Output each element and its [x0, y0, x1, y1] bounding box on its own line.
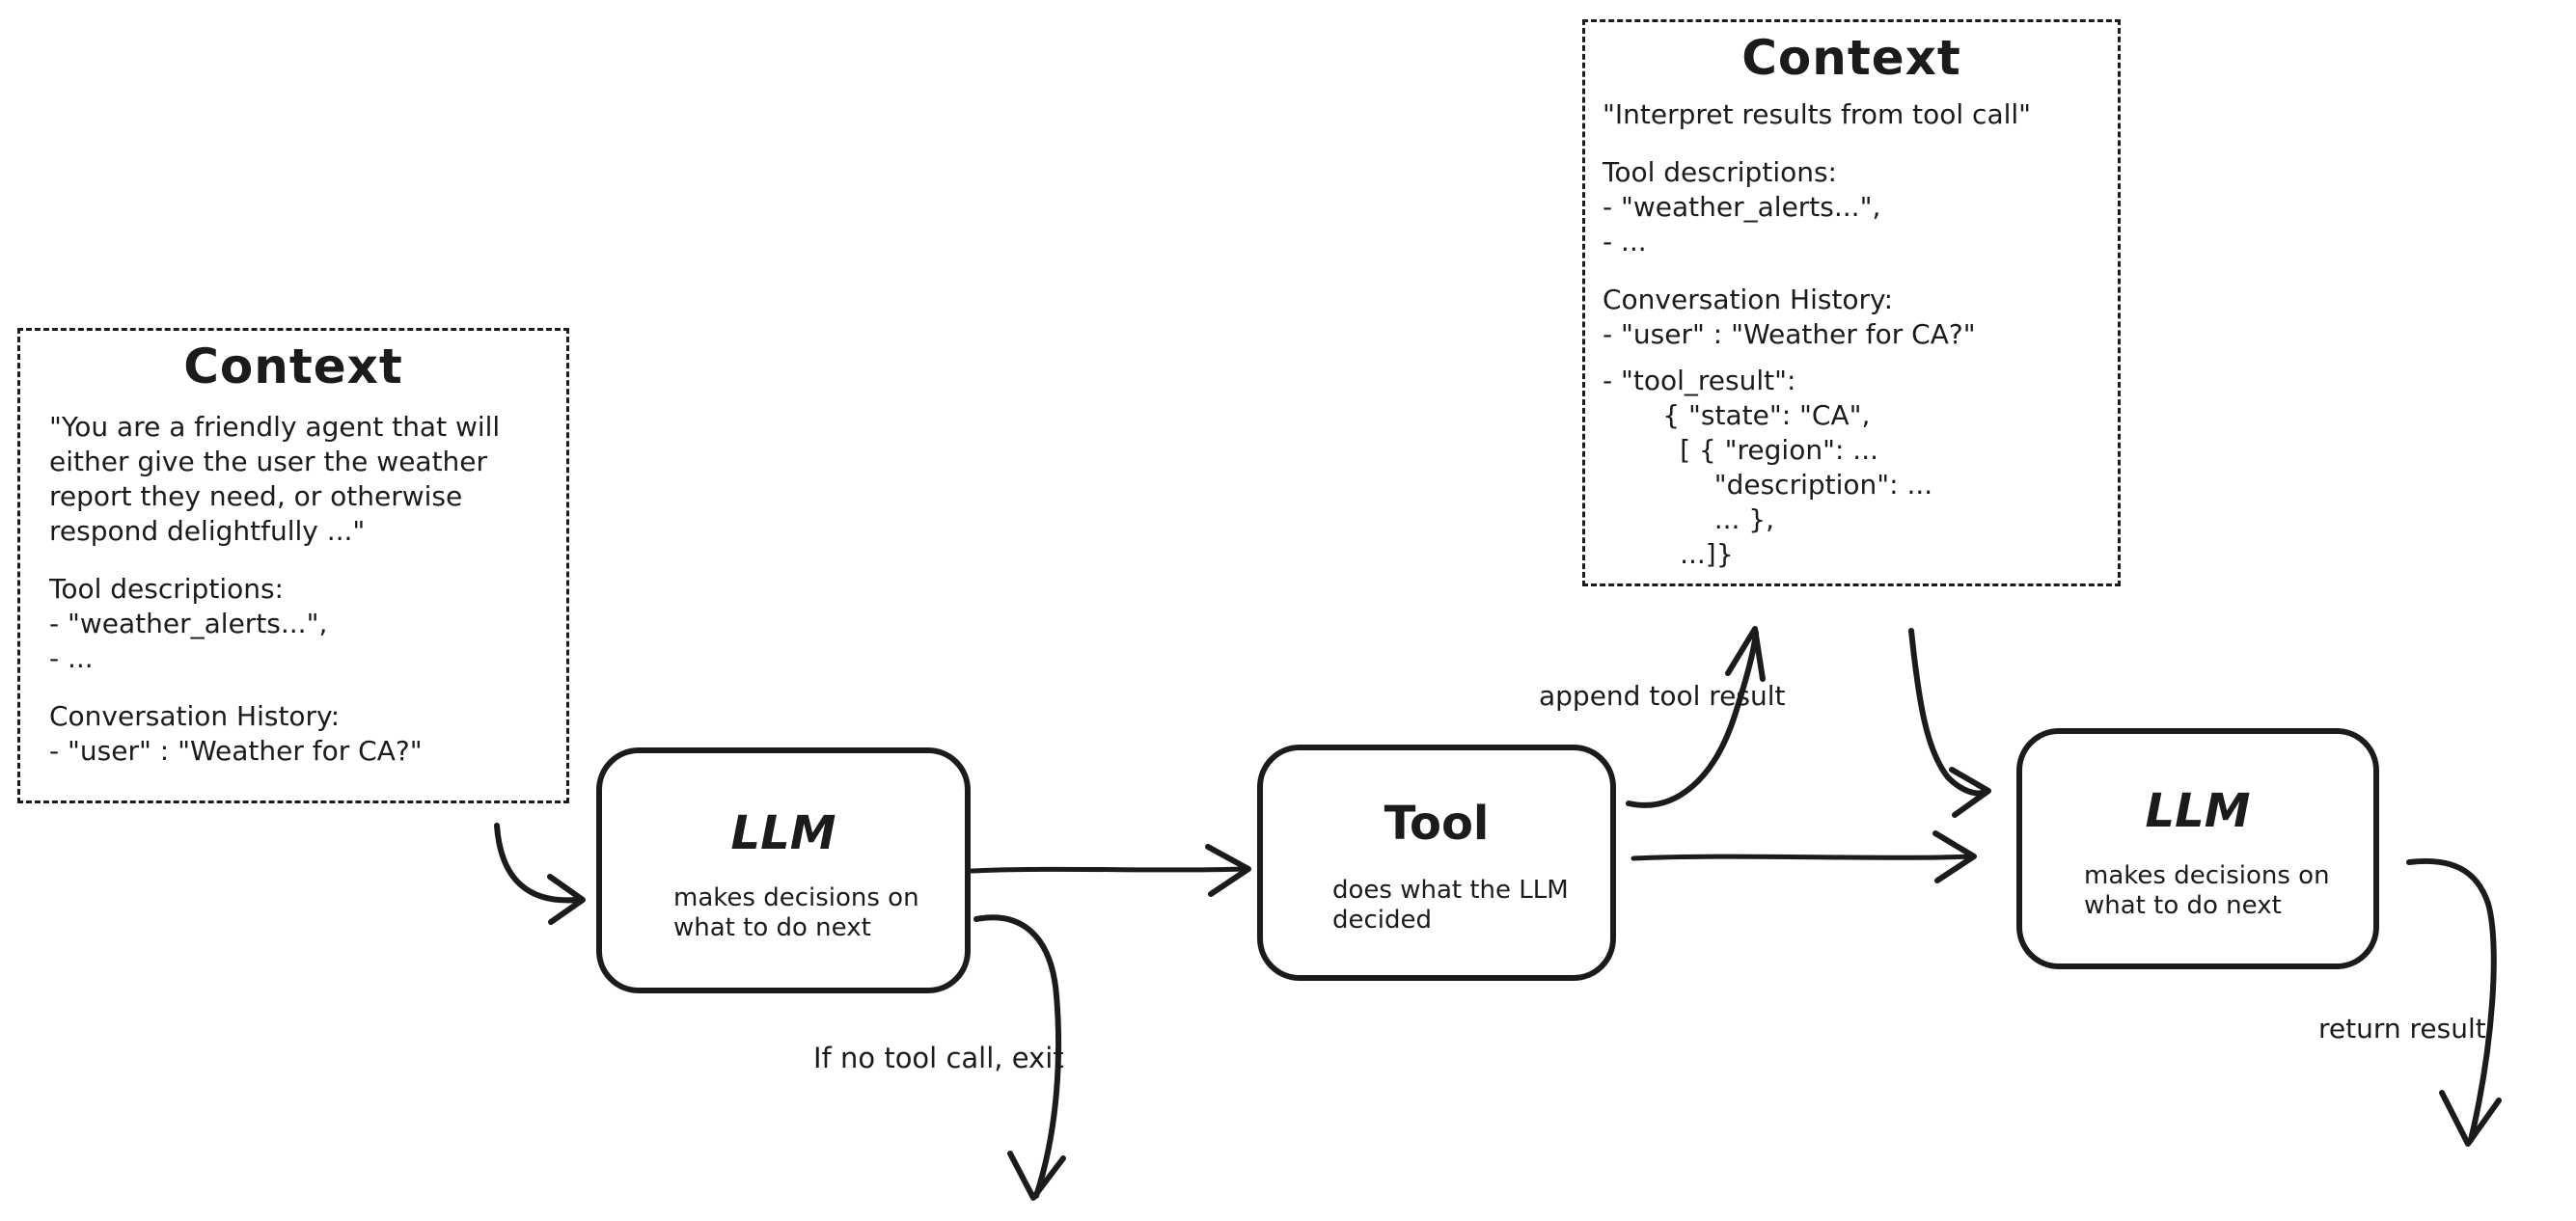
llm-node-1: LLM makes decisions on what to do next: [596, 747, 971, 993]
label-if-no-tool-call-exit: If no tool call, exit: [813, 1042, 1064, 1074]
llm-node-2-subtitle: makes decisions on what to do next: [2022, 861, 2373, 921]
tool-result-line: [ { "region": ...: [1603, 434, 1878, 466]
context-box-initial-title: Context: [183, 339, 403, 394]
arrow-context-to-llm1: [494, 823, 586, 925]
tool-node-subtitle-line: does what the LLM: [1332, 876, 1569, 905]
tool-descriptions-item: - ...: [49, 642, 94, 674]
tool-descriptions-item: - "weather_alerts...",: [1603, 191, 1881, 223]
arrow-llm1-to-tool: [969, 844, 1251, 897]
tool-descriptions-heading: Tool descriptions:: [49, 573, 284, 605]
tool-node: Tool does what the LLM decided: [1257, 745, 1616, 981]
llm-node-1-subtitle-line: makes decisions on: [673, 883, 919, 912]
arrow-return-result: [2406, 858, 2502, 1147]
conversation-history-heading: Conversation History:: [1603, 284, 1894, 315]
tool-result-line: ...]}: [1603, 538, 1734, 570]
llm-node-2-title: LLM: [2145, 784, 2251, 838]
tool-node-subtitle: does what the LLM decided: [1263, 876, 1610, 936]
context-box-after-tool-title: Context: [1741, 30, 1961, 86]
arrow-append-tool-result: [1626, 626, 1766, 808]
arrow-exit: [973, 914, 1066, 1201]
context-box-after-tool: Context "Interpret results from tool cal…: [1582, 19, 2121, 586]
conversation-history-item: - "user" : "Weather for CA?": [49, 735, 423, 767]
llm-node-1-title: LLM: [730, 806, 836, 860]
tool-node-title: Tool: [1384, 797, 1490, 851]
context-box-initial-body: "You are a friendly agent that will eith…: [20, 410, 566, 769]
system-prompt-line: respond delightfully ...": [49, 515, 366, 547]
llm-node-2-subtitle-line: what to do next: [2084, 891, 2282, 920]
tool-result-line: - "tool_result":: [1603, 365, 1796, 396]
system-prompt-line: either give the user the weather: [49, 446, 488, 477]
llm-node-2-subtitle-line: makes decisions on: [2084, 861, 2330, 890]
tool-descriptions-heading: Tool descriptions:: [1603, 156, 1837, 188]
tool-descriptions-item: - ...: [1603, 226, 1647, 258]
tool-result-line: ... },: [1603, 503, 1775, 535]
system-prompt-line: report they need, or otherwise: [49, 480, 463, 512]
arrow-tool-to-llm2: [1631, 830, 1977, 883]
context-box-initial: Context "You are a friendly agent that w…: [17, 328, 569, 803]
label-return-result: return result: [2318, 1013, 2486, 1045]
tool-node-subtitle-line: decided: [1332, 906, 1433, 935]
conversation-history-heading: Conversation History:: [49, 700, 341, 732]
llm-node-1-subtitle: makes decisions on what to do next: [602, 883, 965, 943]
conversation-history-item: - "user" : "Weather for CA?": [1603, 318, 1976, 350]
label-append-tool-result: append tool result: [1539, 680, 1786, 712]
llm-node-2: LLM makes decisions on what to do next: [2016, 728, 2379, 969]
system-prompt-line: "Interpret results from tool call": [1603, 98, 2032, 130]
tool-descriptions-item: - "weather_alerts...",: [49, 608, 328, 639]
arrow-context-to-llm2: [1908, 628, 1991, 818]
context-box-after-tool-body: "Interpret results from tool call" Tool …: [1585, 97, 2118, 572]
tool-result-line: "description": ...: [1603, 469, 1933, 501]
llm-node-1-subtitle-line: what to do next: [673, 913, 871, 942]
system-prompt-line: "You are a friendly agent that will: [49, 411, 501, 443]
tool-result-line: { "state": "CA",: [1603, 399, 1871, 431]
